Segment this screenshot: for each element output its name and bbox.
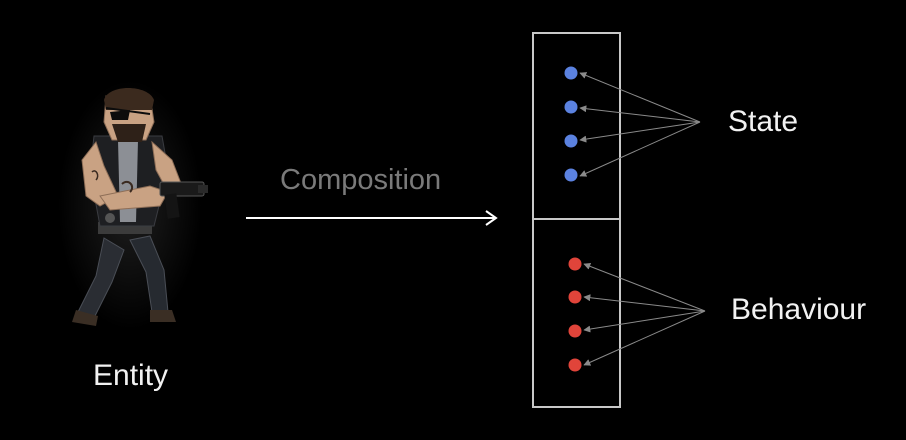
entity-character-figure [58,80,208,330]
state-component-box [532,32,621,220]
behaviour-pointer-lines [583,263,706,366]
state-item-dot [564,100,578,114]
behaviour-component-box [532,218,621,408]
behaviour-item-dot [568,324,582,338]
behaviour-items [568,257,582,372]
state-item-dot [564,134,578,148]
state-item-dot [564,168,578,182]
behaviour-item-dot [568,257,582,271]
entity-label: Entity [93,359,169,392]
behaviour-label: Behaviour [731,293,867,326]
behaviour-item-dot [568,358,582,372]
behaviour-item-dot [568,290,582,304]
state-label: State [728,105,799,138]
state-items [564,66,578,182]
composition-label: Composition [280,164,442,196]
state-pointer-lines [579,72,701,177]
composition-arrow-icon [246,210,498,226]
state-item-dot [564,66,578,80]
